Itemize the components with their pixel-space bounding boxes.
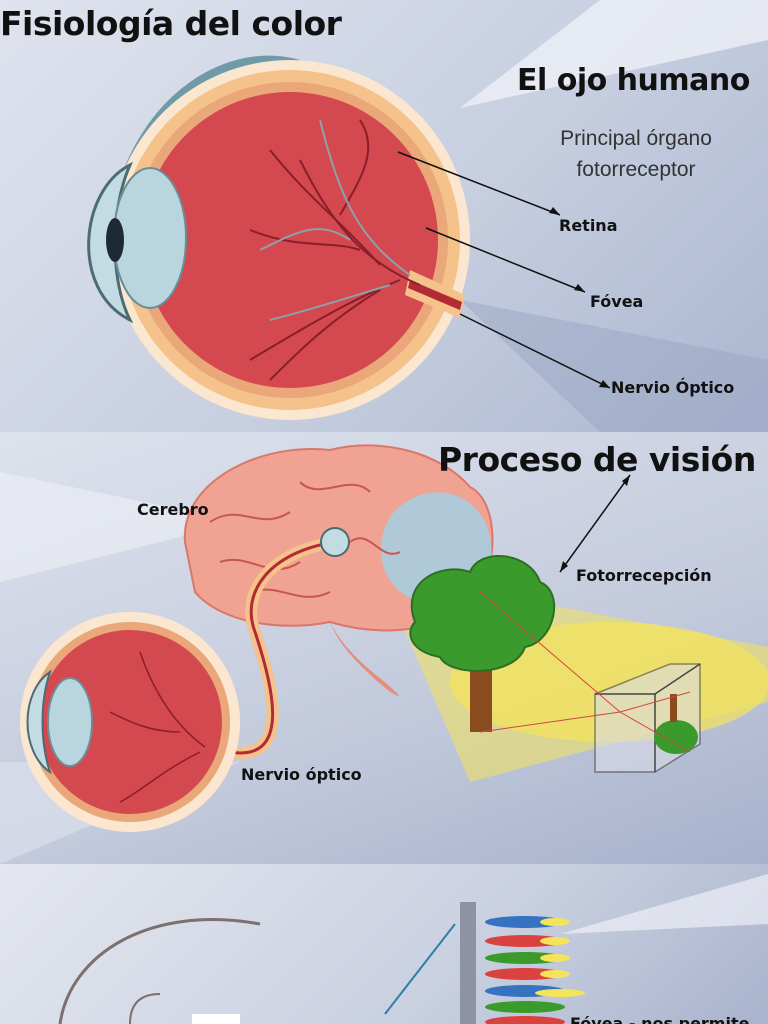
fovea-caption: Fóvea - nos permite xyxy=(570,1014,750,1024)
optic-nerve-label: Nervio Óptico xyxy=(611,378,735,397)
photoreceptor-cells xyxy=(485,916,585,1024)
slide-vision-process: Proceso de visión Cerebro Fotorrecepción… xyxy=(0,432,768,864)
retina-label: Retina xyxy=(559,216,618,235)
fovea-illustration xyxy=(58,874,768,1024)
optic-nerve-label-2: Nervio óptico xyxy=(241,765,362,784)
section-heading-eye: El ojo humano xyxy=(517,63,750,98)
slide-fovea: Fóvea - nos permite xyxy=(0,864,768,1024)
vision-process-illustration xyxy=(0,444,768,864)
section-heading-vision: Proceso de visión xyxy=(438,440,756,479)
description-line-2: fotorreceptor xyxy=(576,158,696,181)
slide-eye-anatomy: Fisiología del color El ojo humano Princ… xyxy=(0,0,768,432)
fovea-label: Fóvea xyxy=(590,292,644,311)
photoreception-label: Fotorrecepción xyxy=(576,566,712,585)
brain-label: Cerebro xyxy=(137,500,209,519)
eye-anatomy-illustration xyxy=(87,0,768,432)
eye-description: Principal órgano fotorreceptor xyxy=(536,123,736,185)
page-title: Fisiología del color xyxy=(0,4,342,43)
description-line-1: Principal órgano xyxy=(560,127,712,150)
